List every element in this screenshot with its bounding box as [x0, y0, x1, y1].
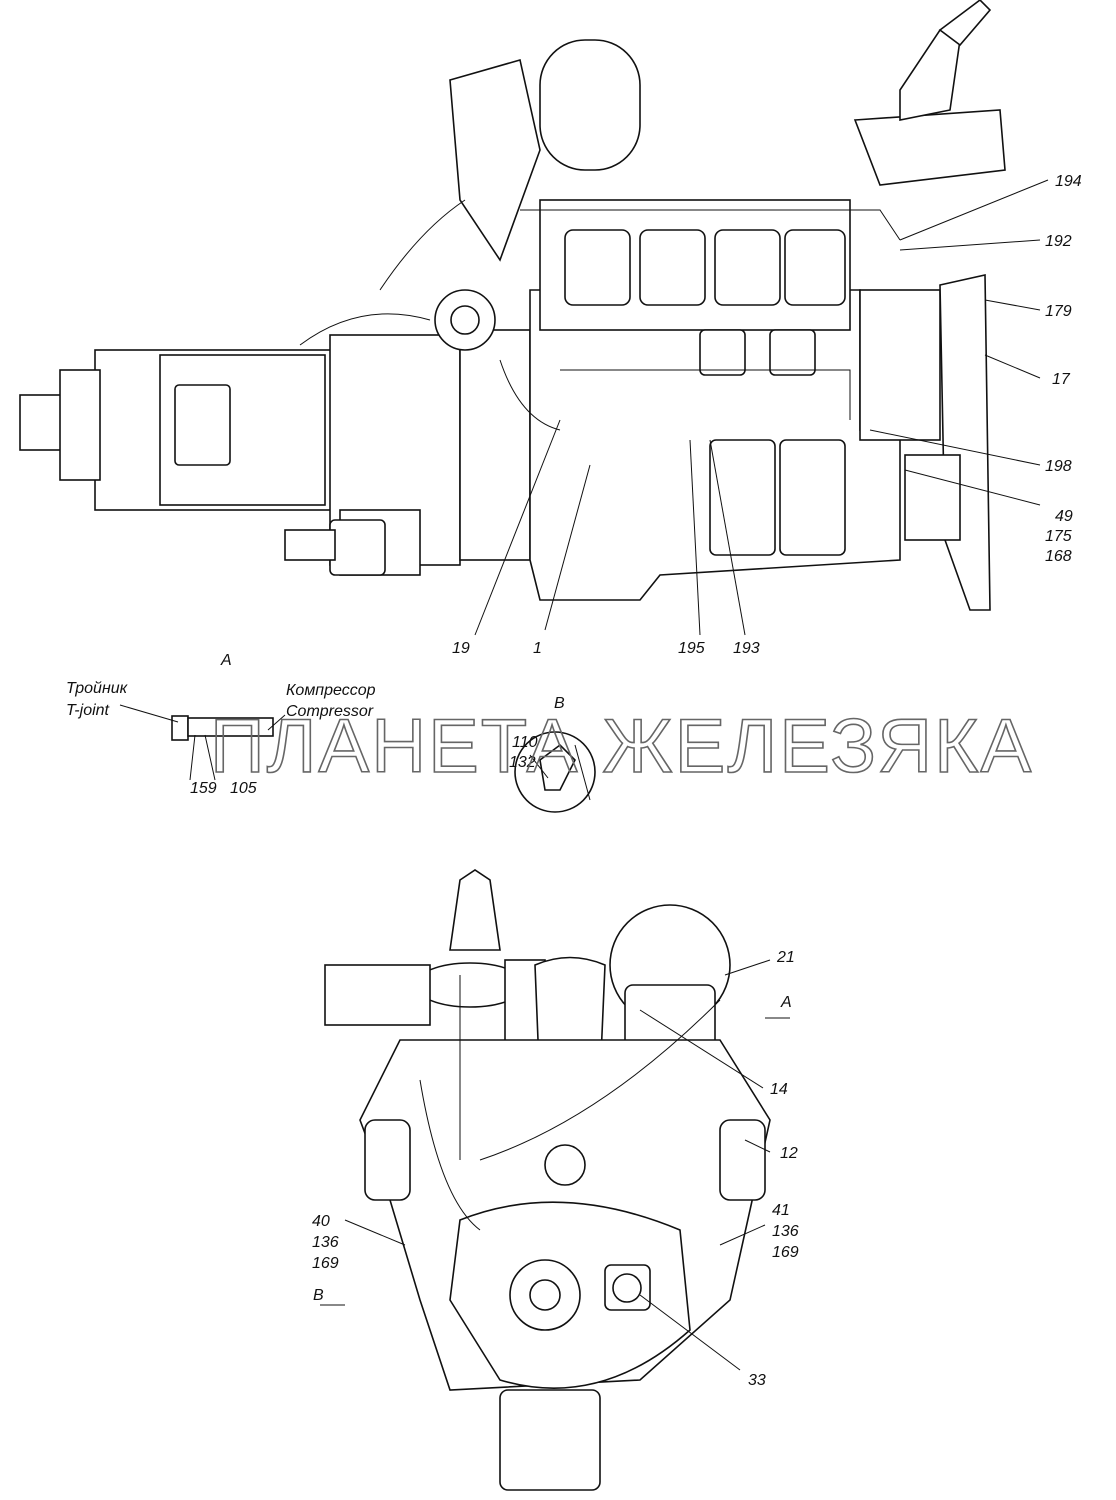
callout-33: 33	[748, 1372, 766, 1389]
side-view-engine	[19, 0, 1006, 611]
lever-bracket	[324, 964, 431, 1026]
callout-17: 17	[1052, 371, 1071, 388]
tjoint-label-en: T-joint	[66, 702, 110, 719]
shift-boot	[449, 869, 501, 951]
callout-193: 193	[733, 640, 760, 657]
callout-168: 168	[1045, 548, 1072, 565]
callout-41: 41	[772, 1202, 790, 1219]
callout-169-left: 169	[312, 1255, 339, 1272]
front-view-engine	[324, 869, 771, 1491]
callout-175: 175	[1045, 528, 1072, 545]
shift-lever-base	[853, 109, 1006, 186]
starter	[329, 519, 386, 576]
front-cover	[859, 289, 941, 441]
tjoint-label-ru: Тройник	[66, 680, 129, 697]
compressor-label-en: Compressor	[286, 703, 374, 720]
compressor-label-ru: Компрессор	[286, 682, 376, 699]
callout-19: 19	[452, 640, 470, 657]
callout-159: 159	[190, 780, 217, 797]
fan	[939, 274, 991, 611]
front-view-leaders	[320, 959, 790, 1371]
expansion-tank	[539, 39, 641, 171]
callout-40: 40	[312, 1213, 330, 1230]
pipe-fitting	[187, 717, 274, 737]
arrow-b-label: B	[313, 1287, 324, 1304]
callout-192: 192	[1045, 233, 1072, 250]
callout-136-right: 136	[772, 1223, 799, 1240]
callout-169-right: 169	[772, 1244, 799, 1261]
shift-boot	[899, 28, 961, 121]
callout-132: 132	[509, 754, 536, 771]
callout-179: 179	[1045, 303, 1072, 320]
callout-1: 1	[533, 640, 542, 657]
callout-14: 14	[770, 1081, 788, 1098]
side-view-callouts: 194 192 179 17 198 49 175 168 19 1 195 1…	[452, 173, 1082, 657]
callout-198: 198	[1045, 458, 1072, 475]
view-b-title: B	[554, 695, 565, 712]
callout-49: 49	[1055, 508, 1073, 525]
oil-pan	[499, 1389, 601, 1491]
side-view-leaders	[474, 179, 1049, 636]
view-a: A Тройник T-joint Компрессор Compressor …	[66, 652, 376, 797]
callout-195: 195	[678, 640, 705, 657]
callout-110: 110	[512, 734, 538, 751]
fuel-filter	[779, 439, 846, 556]
fuel-filter	[709, 439, 776, 556]
view-a-title: A	[220, 652, 232, 669]
watermark: ПЛАНЕТА ЖЕЛЕЗЯКА	[210, 704, 1033, 789]
callout-105: 105	[230, 780, 257, 797]
arrow-a-label: A	[780, 994, 792, 1011]
front-view-callouts: 21 A 14 12 41 136 169 40 136 169 B 33	[312, 949, 799, 1389]
callout-12: 12	[780, 1145, 798, 1162]
callout-21: 21	[776, 949, 795, 966]
view-b: B 110 132	[509, 695, 596, 813]
callout-194: 194	[1055, 173, 1082, 190]
callout-136-left: 136	[312, 1234, 339, 1251]
cylinder-heads	[564, 229, 846, 376]
